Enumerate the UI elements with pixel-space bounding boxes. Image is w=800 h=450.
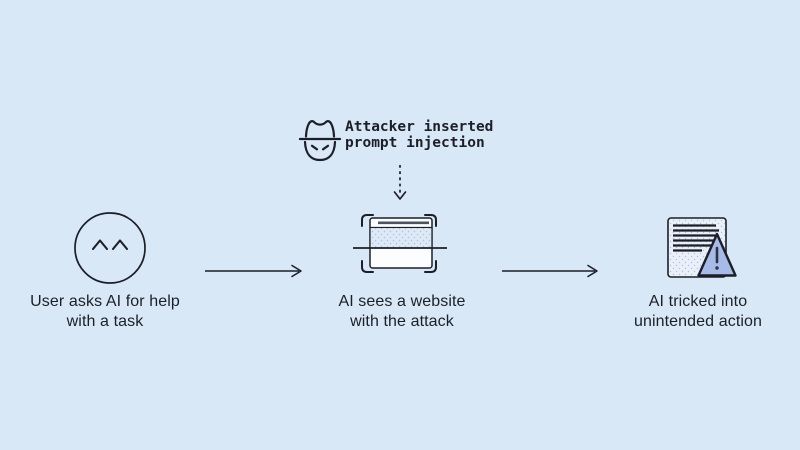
step-label-outcome: AI tricked into unintended action (593, 292, 800, 332)
document-text-lines (673, 224, 719, 252)
spy-hat-face-icon (298, 120, 342, 162)
step-label-outcome-line2: unintended action (633, 313, 763, 330)
flow-arrow-2 (502, 264, 598, 278)
injection-dashed-down-arrow (393, 165, 407, 200)
step-label-outcome-line1: AI tricked into (648, 293, 748, 310)
step-label-website: AI sees a website with the attack (297, 292, 507, 332)
step-label-website-line1: AI sees a website (338, 293, 466, 310)
attacker-label-line2: prompt injection (345, 134, 485, 151)
attacker-label: Attacker inserted prompt injection (345, 119, 494, 151)
smiley-user-icon (74, 212, 146, 284)
document-warning-icon (667, 217, 737, 278)
flow-arrow-1 (205, 264, 302, 278)
step-label-user-line1: User asks AI for help (30, 293, 180, 310)
step-label-user: User asks AI for help with a task (0, 292, 210, 332)
step-label-user-line2: with a task (66, 313, 144, 330)
scanned-browser-window-icon (353, 214, 447, 273)
step-label-website-line2: with the attack (350, 313, 454, 330)
attacker-label-line1: Attacker inserted (345, 119, 494, 135)
